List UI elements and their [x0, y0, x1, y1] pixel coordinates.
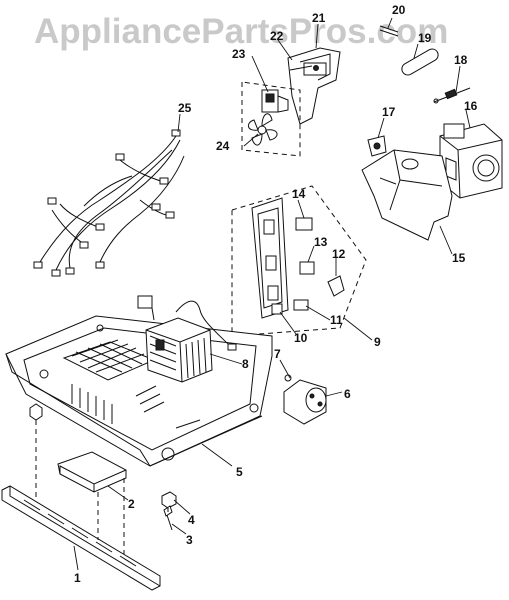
callout-18: 18: [454, 53, 468, 67]
callout-10: 10: [294, 331, 308, 345]
part-14-switch: [295, 217, 313, 231]
callout-6: 6: [344, 387, 351, 401]
foot-nut: [29, 403, 43, 421]
callout-1: 1: [74, 571, 81, 585]
callouts: 20 21 22 19 23 18 16 25 17 24 14 13 12 1…: [74, 3, 478, 585]
callout-7: 7: [274, 347, 281, 361]
switch-bracket: [251, 197, 289, 319]
part-15-waveguide: [361, 149, 453, 241]
part-12-lever: [327, 275, 345, 297]
part-2-tray: [57, 451, 127, 493]
part-10-lever: [271, 303, 283, 315]
callout-16: 16: [464, 99, 478, 113]
callout-13: 13: [314, 235, 328, 249]
part-19-lamp: [401, 48, 439, 76]
fan-motor-assembly: [287, 47, 341, 125]
part-5-base-plate: [5, 315, 273, 467]
part-1-vent-grille: [1, 485, 161, 591]
callout-2: 2: [128, 497, 135, 511]
part-4-nut: [161, 491, 177, 509]
part-6-capacitor: [283, 379, 327, 425]
switch-assembly-outline: [231, 185, 367, 337]
part-8-transformer: [145, 317, 213, 383]
callout-5: 5: [236, 465, 243, 479]
callout-15: 15: [452, 251, 466, 265]
part-7-bracket: [284, 374, 292, 382]
part-13-switch: [299, 261, 315, 275]
callout-14: 14: [292, 187, 306, 201]
callout-12: 12: [332, 247, 346, 261]
part-11-switch: [293, 299, 309, 311]
callout-19: 19: [418, 31, 432, 45]
callout-8: 8: [242, 357, 249, 371]
callout-17: 17: [382, 105, 396, 119]
callout-22: 22: [270, 29, 284, 43]
callout-23: 23: [232, 47, 246, 61]
callout-21: 21: [312, 11, 326, 25]
part-16-magnetron: [439, 123, 503, 199]
callout-24: 24: [216, 139, 230, 153]
callout-11: 11: [330, 313, 343, 327]
transformer-leads: [137, 295, 237, 351]
part-20-screw: [379, 25, 399, 37]
callout-3: 3: [186, 533, 193, 547]
part-17-thermal-cutout: [367, 135, 387, 157]
fan-motor: [261, 89, 289, 113]
callout-25: 25: [178, 101, 192, 115]
callout-20: 20: [392, 3, 406, 17]
leader-lines: [73, 17, 471, 571]
part-18-fuse: [433, 87, 471, 104]
callout-9: 9: [374, 335, 381, 349]
callout-4: 4: [188, 513, 195, 527]
part-25-wire-harness: [33, 129, 185, 277]
watermark-text: AppliancePartsPros.com: [34, 12, 448, 51]
fan-blade: [248, 113, 278, 146]
